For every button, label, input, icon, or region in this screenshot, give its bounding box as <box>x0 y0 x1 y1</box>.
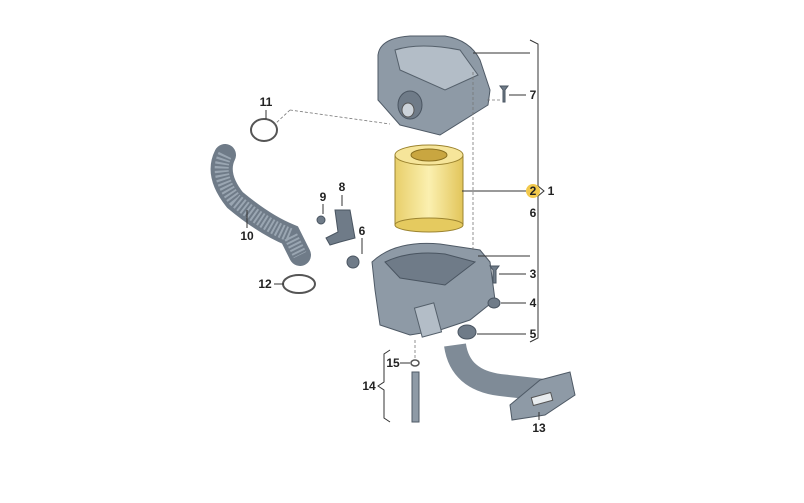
part-label-12[interactable]: 12 <box>258 277 272 291</box>
part-label-13[interactable]: 13 <box>532 421 546 435</box>
o-ring-15 <box>410 359 420 367</box>
leader-lines <box>246 39 545 423</box>
nut-4 <box>487 297 501 309</box>
grommet-6 <box>346 255 360 269</box>
part-label-10[interactable]: 10 <box>240 229 254 243</box>
part-label-9[interactable]: 9 <box>320 190 327 204</box>
part-label-4[interactable]: 4 <box>530 296 537 310</box>
nut-9 <box>316 215 326 225</box>
air-filter-upper-cover <box>377 35 491 136</box>
air-filter-element <box>394 144 464 233</box>
part-label-6-left[interactable]: 6 <box>359 224 366 238</box>
part-label-3[interactable]: 3 <box>530 267 537 281</box>
grommet-5 <box>457 324 477 340</box>
part-label-6-right[interactable]: 6 <box>530 206 537 220</box>
intake-hose <box>210 144 311 266</box>
air-filter-lower-housing <box>371 242 496 338</box>
part-label-8[interactable]: 8 <box>339 180 346 194</box>
part-label-1[interactable]: 1 <box>548 184 555 198</box>
screw-3 <box>489 265 500 284</box>
drain-tube <box>411 371 420 423</box>
part-label-2[interactable]: 2 <box>530 184 537 198</box>
part-label-7[interactable]: 7 <box>530 88 537 102</box>
part-label-14[interactable]: 14 <box>362 379 376 393</box>
hose-clamp-12 <box>282 274 316 294</box>
part-2-highlight-badge <box>526 184 540 198</box>
hose-clamp-11 <box>250 118 278 142</box>
part-label-5[interactable]: 5 <box>530 327 537 341</box>
part-label-11[interactable]: 11 <box>260 95 273 109</box>
intake-duct <box>444 342 576 421</box>
bracket <box>325 209 356 246</box>
part-label-15[interactable]: 15 <box>386 356 400 370</box>
screw-7 <box>499 85 509 103</box>
